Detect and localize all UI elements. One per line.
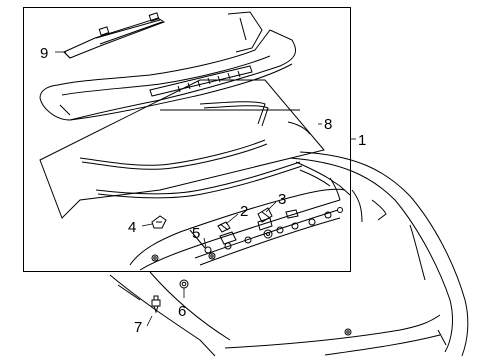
assembly-frame [23,7,351,272]
leader-lines [55,51,356,327]
spoiler-seal [39,79,325,219]
callout-labels: 9 8 1 4 2 3 5 6 7 [40,45,366,336]
brake-lamp [63,12,166,59]
leader-2 [225,213,239,225]
spoiler [39,11,297,121]
liftgate-body [109,151,469,357]
callout-2: 2 [240,203,248,220]
leader-3 [265,201,277,213]
leader-5 [203,237,207,249]
callout-5: 5 [192,225,200,242]
part-3-fastener [257,207,273,223]
callout-8: 8 [324,116,332,133]
part-5-nut [204,246,212,254]
callout-9: 9 [40,45,48,62]
part-7-bolt [151,295,161,314]
leader-7 [146,315,153,327]
callout-7: 7 [134,319,142,336]
part-2-fastener [217,221,231,233]
callout-6: 6 [178,303,186,320]
callout-3: 3 [278,191,286,208]
leader-4 [141,223,153,227]
mounting-bracket [129,161,351,271]
callout-1: 1 [358,132,366,149]
callout-4: 4 [128,219,136,236]
part-6-grommet [179,279,189,289]
part-4-clip [151,215,167,229]
